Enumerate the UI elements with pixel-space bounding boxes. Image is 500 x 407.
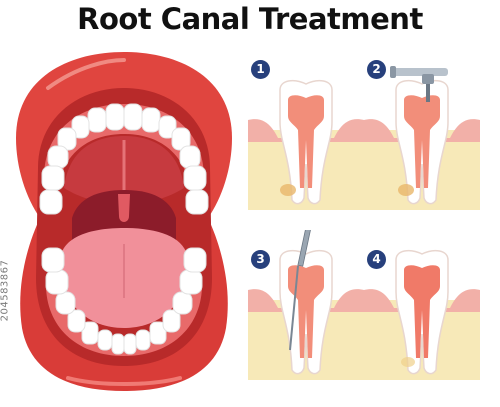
stock-id: 204583867 xyxy=(0,259,11,322)
filled-canal xyxy=(404,265,440,358)
step-number-badge: 1 xyxy=(251,60,270,79)
step-1-panel: 1 xyxy=(246,60,366,210)
step-number-badge: 3 xyxy=(251,250,270,269)
infection xyxy=(280,184,296,196)
uvula xyxy=(118,194,130,222)
step-number-badge: 4 xyxy=(367,250,386,269)
open-mouth-illustration xyxy=(8,48,240,393)
step-2-panel: 2 xyxy=(362,60,482,210)
page-title: Root Canal Treatment xyxy=(77,2,423,36)
gum-tissue xyxy=(248,119,364,142)
pulp-chamber xyxy=(288,95,324,188)
root-canal-file-icon xyxy=(289,230,312,351)
step-number-badge: 2 xyxy=(367,60,386,79)
step-3-panel: 3 xyxy=(246,230,366,380)
step-4-panel: 4 xyxy=(362,230,482,380)
dental-drill-icon xyxy=(390,66,448,102)
